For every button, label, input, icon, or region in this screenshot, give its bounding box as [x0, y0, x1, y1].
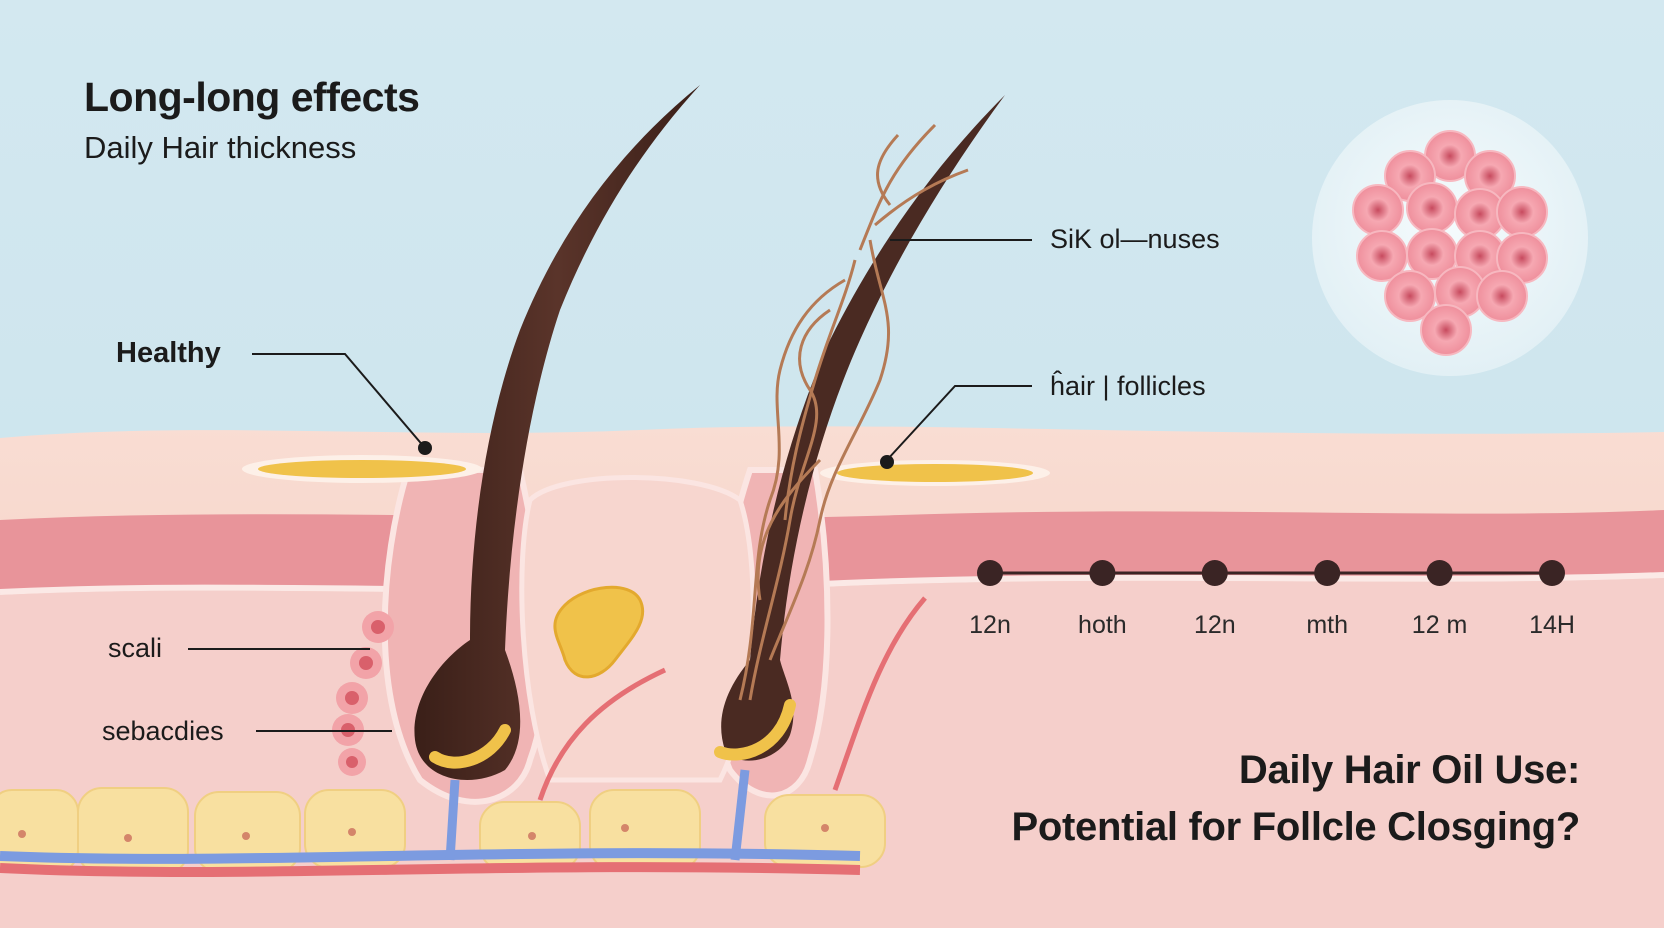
timeline-tick-label: mth — [1306, 611, 1349, 639]
label-healthy: Healthy — [116, 337, 221, 369]
label-silk-oil: SiK ol—nuses — [1050, 224, 1220, 254]
leader-lines — [188, 239, 1032, 732]
oil-pool-right — [837, 464, 1033, 482]
sebaceous-gland — [553, 585, 645, 679]
footer-heading-line1: Daily Hair Oil Use: — [1238, 748, 1580, 792]
timeline-marker — [1426, 560, 1453, 586]
follicle-cell-cluster — [1352, 130, 1548, 356]
follicle-cell — [1496, 186, 1548, 238]
label-hair-follicles: ĥair | follicles — [1050, 371, 1206, 401]
capillary-left — [537, 667, 667, 801]
blood-vessel-blue — [0, 848, 861, 864]
timeline-marker — [1539, 560, 1565, 586]
timeline-tick-label: 12n — [969, 611, 1011, 639]
pointer-dot-healthy — [418, 441, 432, 455]
hair-bulb-oil-right — [714, 699, 796, 761]
follicle-cell — [1352, 184, 1404, 236]
vessel-branch-right — [730, 769, 750, 861]
hair-bulb-oil-left — [429, 724, 511, 769]
label-sebaceous: sebacdies — [102, 716, 224, 746]
label-scalp: scali — [108, 633, 163, 663]
footer-heading-line2: Potential for Follcle Closging? — [1011, 805, 1581, 849]
timeline-tick-label: hoth — [1078, 611, 1127, 639]
vessel-branch-left — [445, 779, 460, 861]
fat-cell-nuclei — [18, 824, 829, 842]
timeline-markers — [977, 560, 1565, 586]
oil-pool-left — [258, 460, 466, 478]
timeline-marker — [1201, 560, 1228, 586]
page-subtitle: Daily Hair thickness — [84, 130, 357, 165]
follicle-cell — [1406, 182, 1458, 234]
healthy-hair-shaft — [414, 85, 700, 780]
timeline-tick-label: 12n — [1193, 611, 1236, 639]
timeline-tick-label: 12 m — [1411, 611, 1468, 639]
timeline-marker — [977, 560, 1003, 586]
blood-vessel-red — [0, 862, 861, 877]
follicle-cell — [1476, 270, 1528, 322]
timeline-marker — [1314, 560, 1341, 586]
timeline-tick-label: 14H — [1529, 611, 1575, 639]
fat-cell-row — [0, 787, 886, 875]
split-hair-strands — [738, 123, 969, 701]
page-title: Long-long effects — [84, 74, 420, 120]
capillary-right — [832, 596, 927, 791]
timeline-marker — [1089, 560, 1116, 586]
follicle-cell — [1420, 304, 1472, 356]
pointer-dot-follicles — [880, 455, 894, 469]
